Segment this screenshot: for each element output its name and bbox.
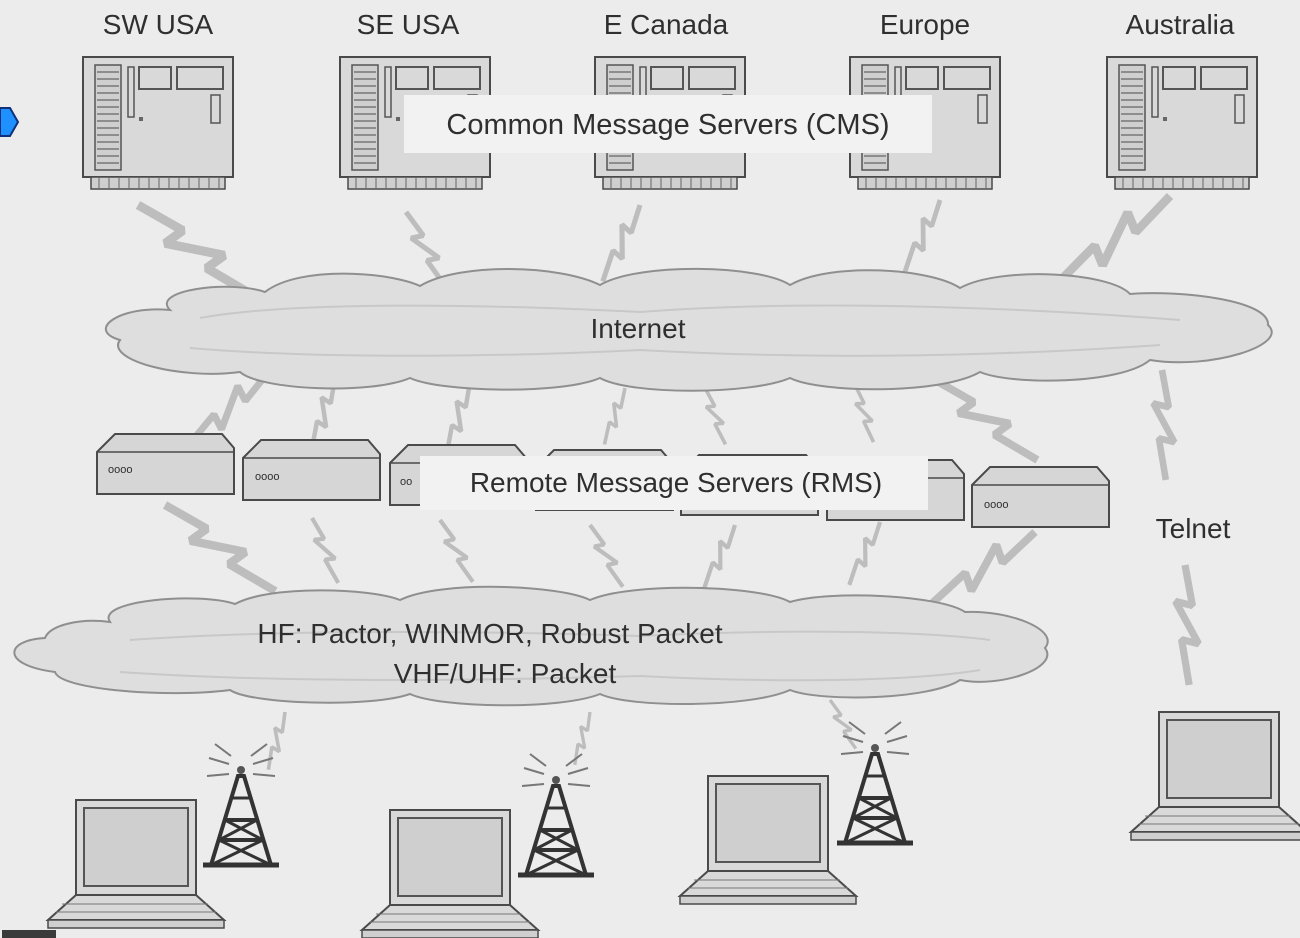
rms-box-text: oooo (984, 499, 1008, 511)
arrow-icon (0, 107, 20, 137)
radio-modes-line2: VHF/UHF: Packet (394, 658, 617, 689)
link-bolt (434, 517, 478, 585)
laptop-icon (1130, 711, 1300, 841)
link-bolt (568, 708, 597, 768)
cms-site-labels: SW USA SE USA E Canada Europe Australia (103, 9, 1235, 40)
link-bolt (848, 381, 881, 446)
cms-label-box (404, 95, 932, 153)
link-bolt (306, 516, 344, 586)
link-bolt (898, 197, 946, 275)
link-bolt (698, 384, 733, 449)
rms-box-text: oooo (108, 464, 132, 476)
site-label: Europe (880, 9, 970, 40)
telnet-label: Telnet (1156, 513, 1231, 544)
radio-modes-line1: HF: Pactor, WINMOR, Robust Packet (257, 618, 722, 649)
cms-server-icon (82, 56, 234, 190)
link-bolt (157, 495, 283, 601)
link-bolt (584, 522, 628, 590)
laptop-icon (47, 799, 225, 929)
rms-boxes: oooo oooo oo oooo (96, 433, 1110, 528)
internet-cloud (105, 267, 1273, 392)
link-bolt (1174, 565, 1200, 686)
cms-server-icon (1106, 56, 1258, 190)
rms-box-text: oo (400, 476, 412, 488)
link-bolt (1152, 370, 1176, 481)
link-bolt (699, 522, 741, 590)
rms-label: Remote Message Servers (RMS) (470, 467, 882, 498)
cms-label: Common Message Servers (CMS) (446, 109, 889, 141)
laptop-icon (361, 809, 539, 938)
site-label: SW USA (103, 9, 214, 40)
site-label: E Canada (604, 9, 729, 40)
link-bolt (928, 371, 1045, 469)
rms-box-icon (242, 439, 381, 501)
internet-label: Internet (591, 313, 686, 344)
link-bolt (823, 696, 862, 753)
site-label: Australia (1126, 9, 1235, 40)
rms-box-icon (971, 466, 1110, 528)
link-bolt (844, 519, 886, 587)
corner-mark (2, 930, 56, 938)
radio-tower-links (261, 696, 862, 773)
radio-cloud (13, 585, 1049, 707)
radio-tower-icon (203, 744, 279, 865)
rms-box-text: oooo (255, 471, 279, 483)
radio-tower-icon (518, 754, 594, 875)
laptop-icon (679, 775, 857, 905)
rms-label-box (420, 456, 928, 510)
link-bolt (261, 708, 292, 773)
link-bolt (597, 384, 632, 449)
site-label: SE USA (357, 9, 460, 40)
